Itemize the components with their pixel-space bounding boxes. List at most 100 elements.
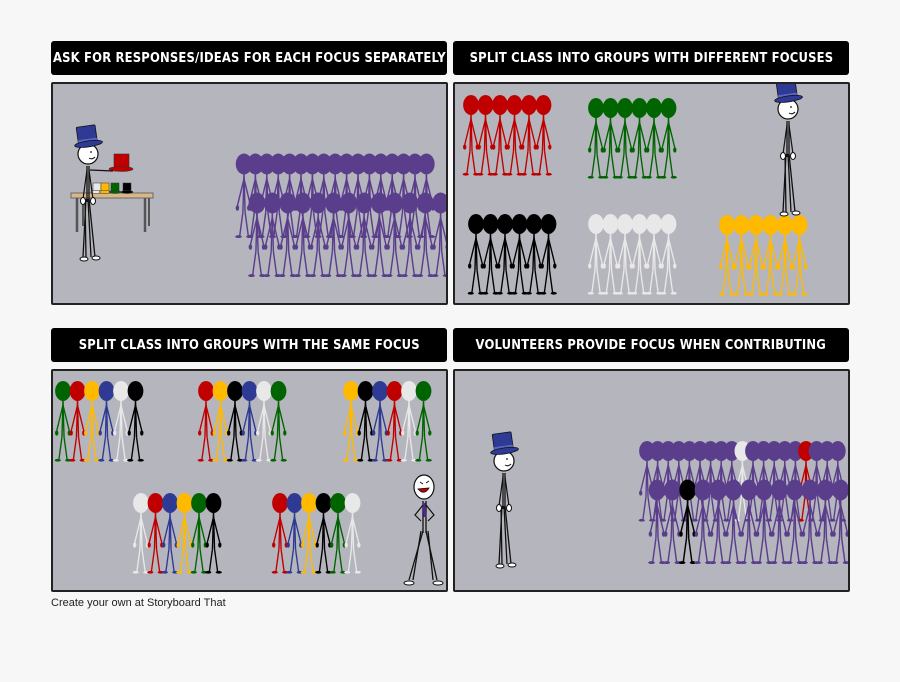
panel-2-scene <box>453 82 850 305</box>
student-figure <box>401 192 419 278</box>
student-figure <box>83 381 101 462</box>
yellow-hat-icon <box>98 182 112 194</box>
student-figure <box>540 214 557 295</box>
teacher-figure <box>403 474 444 586</box>
student-figure <box>602 98 619 179</box>
student-figure <box>212 381 229 462</box>
student-figure <box>176 493 193 574</box>
student-figure <box>660 98 677 179</box>
student-figure <box>197 381 215 462</box>
student-figure <box>491 95 509 176</box>
student-figure <box>747 215 765 296</box>
student-figure <box>357 381 374 462</box>
student-figure <box>462 95 480 176</box>
student-figure <box>496 214 514 295</box>
scene-illustration <box>462 84 808 296</box>
student-figure <box>263 192 282 278</box>
student-figure <box>755 479 773 565</box>
teacher-figure <box>774 84 803 217</box>
top-hat-icon <box>774 84 803 103</box>
student-figure <box>587 98 605 179</box>
student-figure <box>270 381 287 462</box>
student-figure <box>386 381 403 462</box>
student-figure <box>678 479 697 565</box>
teacher-figure <box>490 431 519 569</box>
panel-1-scene <box>51 82 448 305</box>
student-figure <box>776 215 794 296</box>
panel-4-scene <box>453 369 850 592</box>
student-figure <box>791 215 808 296</box>
student-figure <box>718 215 736 296</box>
student-figure <box>226 381 244 462</box>
black-hat-icon <box>120 182 134 194</box>
student-figure <box>520 95 538 176</box>
student-figure <box>663 479 682 565</box>
student-figure <box>724 479 743 565</box>
student-figure <box>785 479 804 565</box>
student-figure <box>324 192 343 278</box>
student-figure <box>733 215 750 296</box>
student-figure <box>190 493 208 574</box>
student-figure <box>467 214 485 295</box>
student-figure <box>482 214 499 295</box>
student-figure <box>355 192 373 278</box>
student-figure <box>271 493 289 574</box>
top-hat-icon <box>490 431 519 455</box>
student-figure <box>344 493 361 574</box>
student-figure <box>161 493 179 574</box>
student-figure <box>342 381 360 462</box>
panel-1-title: ASK FOR RESPONSES/IDEAS FOR EACH FOCUS S… <box>51 41 447 75</box>
student-figure <box>54 381 72 462</box>
student-figure <box>709 479 727 565</box>
student-figure <box>602 214 619 295</box>
student-figure <box>631 214 648 295</box>
panel-4-title: VOLUNTEERS PROVIDE FOCUS WHEN CONTRIBUTI… <box>453 328 849 362</box>
student-figure <box>762 215 779 296</box>
red-hat-icon <box>108 153 134 172</box>
student-figure <box>587 214 605 295</box>
student-figure <box>370 192 389 278</box>
student-figure <box>205 493 222 574</box>
student-figure <box>400 381 418 462</box>
student-figure <box>535 95 552 176</box>
student-figure <box>329 493 347 574</box>
student-figure <box>241 381 258 462</box>
student-figure <box>648 479 666 565</box>
student-figure <box>616 98 634 179</box>
panel-2-title: SPLIT CLASS INTO GROUPS WITH DIFFERENT F… <box>453 41 849 75</box>
student-figure <box>309 192 328 278</box>
student-figure <box>477 95 494 176</box>
student-figure <box>660 214 677 295</box>
storyboard-caption[interactable]: Create your own at Storyboard That <box>51 597 226 609</box>
student-figure <box>645 98 663 179</box>
student-figure <box>525 214 543 295</box>
student-figure <box>740 479 758 565</box>
student-figure <box>132 493 150 574</box>
student-figure <box>278 192 297 278</box>
student-figure <box>816 479 835 565</box>
student-figure <box>315 493 332 574</box>
student-figure <box>694 479 712 565</box>
scene-illustration <box>70 124 446 278</box>
scene-illustration <box>490 431 848 569</box>
scene-illustration <box>54 381 444 586</box>
student-figure <box>147 493 164 574</box>
student-figure <box>112 381 130 462</box>
student-figure <box>431 192 446 278</box>
student-figure <box>286 493 303 574</box>
student-figure <box>831 479 848 565</box>
student-figure <box>340 192 358 278</box>
student-figure <box>631 98 648 179</box>
student-figure <box>98 381 115 462</box>
student-figure <box>69 381 86 462</box>
student-figure <box>415 381 432 462</box>
student-figure <box>616 214 634 295</box>
student-figure <box>416 192 435 278</box>
panel-3-title: SPLIT CLASS INTO GROUPS WITH THE SAME FO… <box>51 328 447 362</box>
student-figure <box>770 479 789 565</box>
teacher-figure <box>74 124 103 262</box>
student-figure <box>511 214 528 295</box>
student-figure <box>127 381 144 462</box>
student-figure <box>248 192 266 278</box>
student-figure <box>300 493 318 574</box>
